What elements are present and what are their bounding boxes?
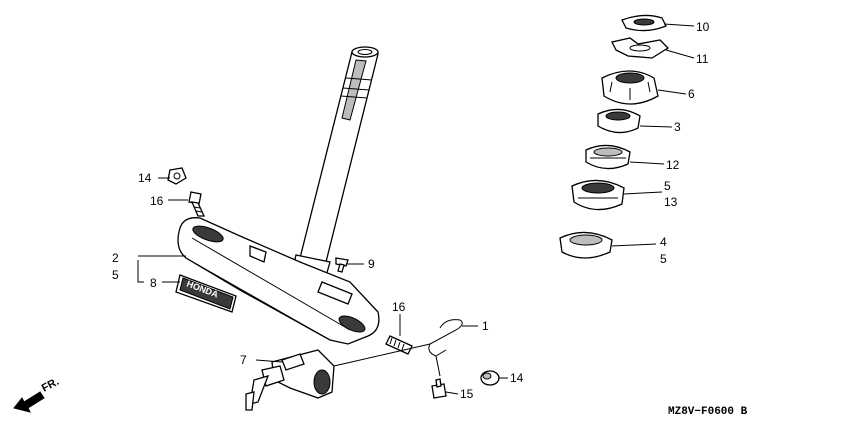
- diagram-code: MZ8V−F0600 B: [668, 406, 748, 418]
- bearing-5-13: [571, 179, 625, 211]
- front-direction-indicator: FR.: [13, 376, 61, 413]
- clip-1: [428, 319, 463, 377]
- callout-7: 7: [240, 353, 247, 367]
- lock-washer-11: [611, 37, 670, 59]
- callout-11: 11: [696, 52, 709, 66]
- callout-13: 13: [664, 195, 678, 209]
- callout-14-lower: 14: [510, 371, 524, 385]
- bearing-race-4-5: [559, 231, 613, 259]
- bottom-bridge: [177, 217, 380, 345]
- callout-9: 9: [368, 257, 375, 271]
- callout-15: 15: [460, 387, 474, 401]
- callout-16-top: 16: [150, 194, 164, 208]
- callout-2: 2: [112, 251, 119, 265]
- nut-14-top: [167, 167, 187, 185]
- bolt-16-top: [188, 191, 206, 217]
- callout-labels: 10 11 6 3 12 5 13 4 5 14 16 2 5 8 9 16 1…: [112, 20, 710, 401]
- steering-lock-assembly: [245, 349, 335, 411]
- callout-6: 6: [688, 87, 695, 101]
- callout-1: 1: [482, 319, 489, 333]
- callout-8: 8: [150, 276, 157, 290]
- bearing-race-12: [585, 144, 631, 170]
- callout-5-bridge: 5: [112, 268, 119, 282]
- callout-4: 4: [660, 235, 667, 249]
- callout-14-top: 14: [138, 171, 152, 185]
- adjusting-nut-6: [601, 70, 659, 105]
- callout-16-lower: 16: [392, 300, 406, 314]
- steering-stem: [289, 46, 379, 291]
- front-label: FR.: [40, 376, 61, 395]
- cap-14-lower: [480, 370, 500, 386]
- callout-5-lower: 5: [660, 252, 667, 266]
- screw-9: [335, 257, 349, 273]
- screw-15: [431, 378, 447, 399]
- callout-12: 12: [666, 158, 680, 172]
- front-arrow-icon: [13, 391, 45, 413]
- callout-5-upper: 5: [664, 179, 671, 193]
- emblem-plate: HONDA: [175, 274, 237, 313]
- callout-3: 3: [674, 120, 681, 134]
- callout-10: 10: [696, 20, 710, 34]
- leader-lines: [137, 23, 695, 395]
- lock-nut-10: [621, 14, 667, 32]
- dust-seal-3: [597, 108, 641, 134]
